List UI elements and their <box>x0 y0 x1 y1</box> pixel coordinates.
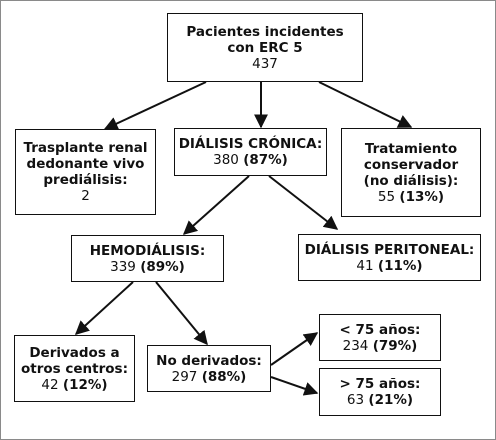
node-root: Pacientes incidentes con ERC 5 437 <box>167 13 363 82</box>
root-line2: con ERC 5 <box>227 39 303 56</box>
under75-pct: (79%) <box>372 337 418 354</box>
peritoneal-value: 41 <box>356 257 374 274</box>
chronic-dialysis-label: DIÁLISIS CRÓNICA: <box>178 136 323 152</box>
under75-values: 234 (79%) <box>343 338 418 354</box>
referred-line2: otros centros: <box>21 360 128 377</box>
peritoneal-label: DIÁLISIS PERITONEAL: <box>304 241 475 258</box>
hemodialysis-pct: (89%) <box>140 258 185 275</box>
root-value: 437 <box>252 55 278 72</box>
node-over75: > 75 años: 63 (21%) <box>319 368 441 416</box>
node-hemodialysis: HEMODIÁLISIS: 339 (89%) <box>71 235 224 282</box>
referred-line1: Derivados a <box>29 344 120 361</box>
conservative-values: 55 (13%) <box>378 189 444 205</box>
chronic-dialysis-values: 380 (87%) <box>213 152 288 168</box>
not-referred-values: 297 (88%) <box>172 369 247 385</box>
arrow-not-referred-to-over75 <box>270 376 319 396</box>
transplant-value: 2 <box>81 188 90 204</box>
under75-label: < 75 años: <box>339 321 421 338</box>
arrow-chronic-to-peritoneal <box>268 175 339 230</box>
over75-pct: (21%) <box>368 392 414 408</box>
transplant-line2: dedonante vivo <box>26 156 145 172</box>
chronic-dialysis-pct: (87%) <box>243 152 288 168</box>
over75-label: > 75 años: <box>339 376 421 392</box>
conservative-line1: Tratamiento <box>364 140 458 157</box>
transplant-line3: prediálisis: <box>43 172 128 188</box>
node-referred: Derivados a otros centros: 42 (12%) <box>14 335 135 402</box>
chronic-dialysis-value: 380 <box>213 152 239 168</box>
hemodialysis-value: 339 <box>110 258 136 275</box>
referred-pct: (12%) <box>62 376 108 393</box>
peritoneal-pct: (11%) <box>377 257 423 274</box>
conservative-line2: conservador <box>363 156 459 173</box>
hemodialysis-values: 339 (89%) <box>110 259 185 275</box>
arrow-chronic-to-hemodialysis <box>182 175 250 235</box>
not-referred-pct: (88%) <box>201 368 247 385</box>
referred-value: 42 <box>41 376 59 393</box>
node-under75: < 75 años: 234 (79%) <box>319 314 441 361</box>
hemodialysis-label: HEMODIÁLISIS: <box>89 242 206 259</box>
referred-values: 42 (12%) <box>41 377 107 393</box>
over75-values: 63 (21%) <box>347 392 413 408</box>
not-referred-value: 297 <box>171 368 198 385</box>
node-transplant: Trasplante renal dedonante vivo prediáli… <box>15 129 156 215</box>
conservative-line3: (no diálisis): <box>363 172 459 189</box>
node-not-referred: No derivados: 297 (88%) <box>147 345 271 392</box>
over75-value: 63 <box>346 392 365 408</box>
not-referred-label: No derivados: <box>156 352 262 369</box>
under75-value: 234 <box>342 337 369 354</box>
arrow-not-referred-to-under75 <box>270 332 319 366</box>
arrow-hemodialysis-to-referred <box>74 281 134 335</box>
node-conservative: Tratamiento conservador (no diálisis): 5… <box>341 128 481 217</box>
transplant-line1: Trasplante renal <box>23 140 148 156</box>
conservative-value: 55 <box>377 188 396 205</box>
arrow-hemodialysis-to-not-referred <box>155 281 208 346</box>
peritoneal-values: 41 (11%) <box>356 258 422 274</box>
node-chronic-dialysis: DIÁLISIS CRÓNICA: 380 (87%) <box>174 128 327 176</box>
node-peritoneal: DIÁLISIS PERITONEAL: 41 (11%) <box>298 234 481 281</box>
conservative-pct: (13%) <box>399 188 445 205</box>
root-line1: Pacientes incidentes <box>186 23 344 40</box>
arrow-root-to-conservative <box>318 81 413 128</box>
arrow-root-to-transplant <box>103 81 207 131</box>
